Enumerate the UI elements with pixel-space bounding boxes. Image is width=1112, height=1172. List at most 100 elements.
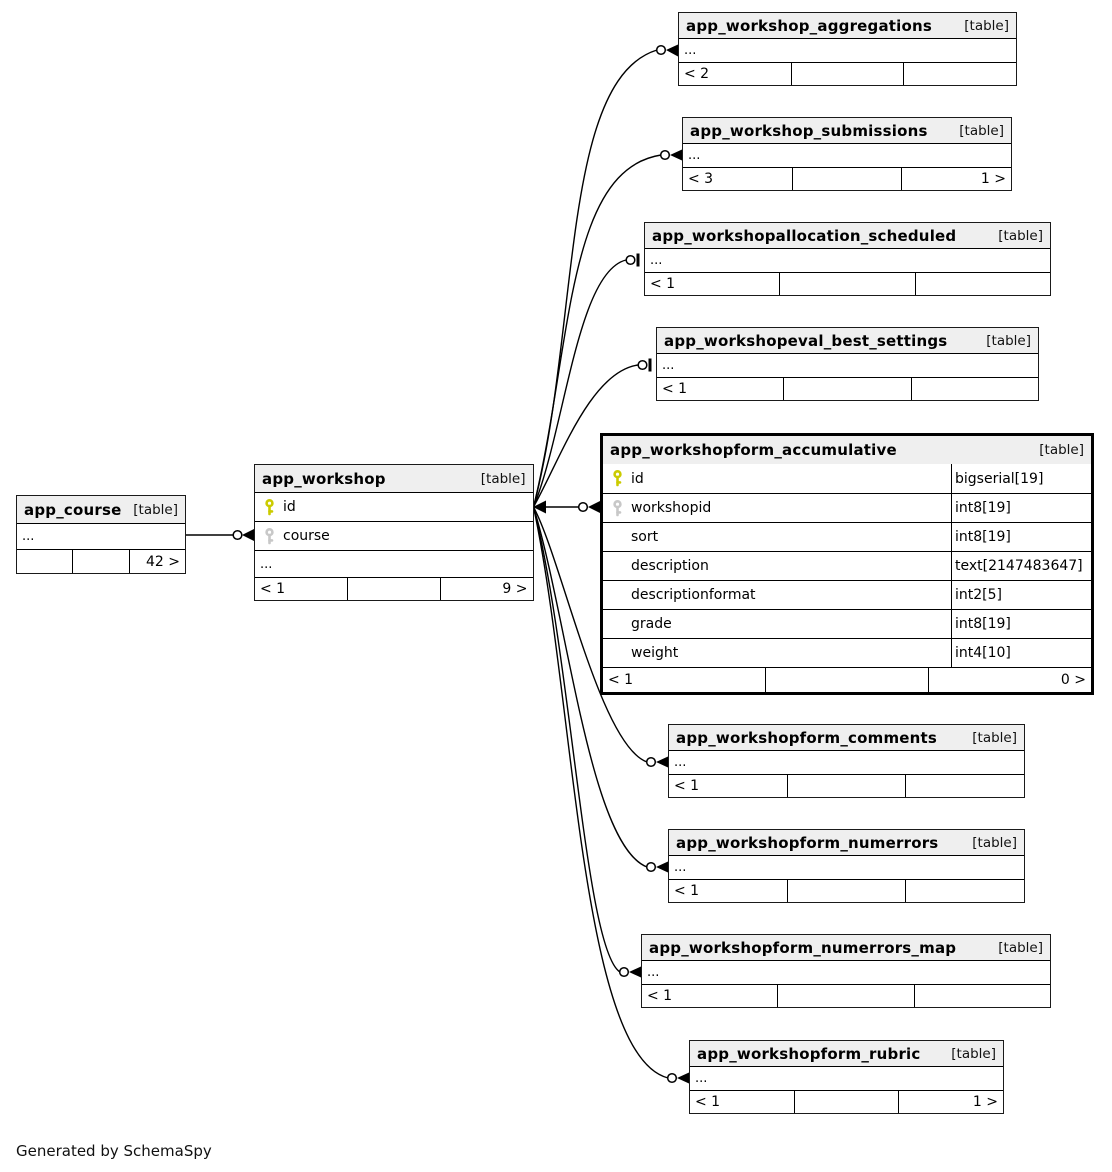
table-footer: < 1 <box>657 377 1038 400</box>
table-name-link[interactable]: app_workshopallocation_scheduled <box>652 226 957 245</box>
footer-children-count: < 1 <box>662 381 688 397</box>
table-badge: [table] <box>964 17 1009 34</box>
footer-spacer <box>777 985 913 1007</box>
table-node-app-workshop-aggregations: app_workshop_aggregations [table] ... < … <box>678 12 1017 86</box>
column-row-course[interactable]: course <box>255 521 533 550</box>
table-name-link[interactable]: app_workshop_submissions <box>690 121 928 140</box>
table-header: app_workshopform_accumulative [table] <box>603 436 1091 464</box>
table-name-link[interactable]: app_workshopform_numerrors <box>676 833 939 852</box>
collapsed-columns: ... <box>255 550 533 577</box>
table-node-app-workshopform-numerrors-map: app_workshopform_numerrors_map [table] .… <box>641 934 1051 1008</box>
table-badge: [table] <box>986 332 1031 349</box>
column-type: int8[19] <box>951 610 1091 638</box>
collapsed-columns: ... <box>657 353 1038 377</box>
table-badge: [table] <box>951 1045 996 1062</box>
column-row-weight[interactable]: weight int4[10] <box>603 638 1091 667</box>
column-row-descriptionformat[interactable]: descriptionformat int2[5] <box>603 580 1091 609</box>
column-type: int4[10] <box>951 639 1091 667</box>
primary-key-icon <box>603 470 631 487</box>
table-badge: [table] <box>972 729 1017 746</box>
table-name-link[interactable]: app_workshopform_accumulative <box>610 441 897 459</box>
footer-children-count: < 2 <box>684 66 710 82</box>
table-footer: < 1 9 > <box>255 577 533 600</box>
foreign-key-icon <box>255 527 283 545</box>
table-name-link[interactable]: app_workshopform_rubric <box>697 1044 921 1063</box>
column-row-id[interactable]: id bigserial[19] <box>603 464 1091 493</box>
collapsed-columns: ... <box>17 523 185 549</box>
table-node-app-workshopeval-best-settings: app_workshopeval_best_settings [table] .… <box>656 327 1039 401</box>
footer-children-count: < 1 <box>695 1094 721 1110</box>
table-badge: [table] <box>972 834 1017 851</box>
table-footer: < 1 <box>669 774 1024 797</box>
table-badge: [table] <box>133 501 178 518</box>
table-footer: < 1 <box>645 272 1050 295</box>
table-header: app_workshop [table] <box>255 465 533 492</box>
table-header: app_workshop_aggregations [table] <box>679 13 1016 38</box>
footer-parents-count <box>905 775 1024 797</box>
generator-credit: Generated by SchemaSpy <box>16 1142 212 1160</box>
footer-spacer <box>791 168 902 190</box>
table-header: app_workshopallocation_scheduled [table] <box>645 223 1050 248</box>
table-footer: < 3 1 > <box>683 167 1011 190</box>
column-name: workshopid <box>631 500 712 516</box>
table-name-link[interactable]: app_course <box>24 500 122 519</box>
table-badge: [table] <box>1039 442 1084 458</box>
table-name-link[interactable]: app_workshopform_numerrors_map <box>649 938 957 957</box>
primary-key-icon <box>255 498 283 516</box>
column-type: int8[19] <box>951 494 1091 522</box>
cardinality-circles <box>232 44 678 1084</box>
footer-parents-count <box>914 273 1050 295</box>
table-header: app_workshopform_rubric [table] <box>690 1041 1003 1066</box>
footer-spacer <box>346 578 440 600</box>
footer-children-count: < 3 <box>688 171 714 187</box>
crow-foot-arrows <box>242 44 689 1084</box>
table-node-app-workshopallocation-scheduled: app_workshopallocation_scheduled [table]… <box>644 222 1051 296</box>
collapsed-columns: ... <box>669 855 1024 879</box>
table-badge: [table] <box>959 122 1004 139</box>
table-node-app-workshop: app_workshop [table] id course ... < 1 9… <box>254 464 534 601</box>
table-footer: < 1 <box>669 879 1024 902</box>
table-footer: < 1 1 > <box>690 1090 1003 1113</box>
column-name: description <box>631 558 709 574</box>
footer-spacer <box>793 1091 899 1113</box>
table-badge: [table] <box>998 227 1043 244</box>
collapsed-columns: ... <box>645 248 1050 272</box>
column-row-id[interactable]: id <box>255 492 533 521</box>
table-badge: [table] <box>998 939 1043 956</box>
table-name-link[interactable]: app_workshopform_comments <box>676 728 938 747</box>
footer-spacer <box>783 378 910 400</box>
footer-spacer <box>765 668 928 692</box>
column-row-description[interactable]: description text[2147483647] <box>603 551 1091 580</box>
footer-children-count: < 1 <box>674 778 700 794</box>
column-name: course <box>283 528 330 544</box>
table-footer: < 2 <box>679 62 1016 85</box>
footer-parents-count <box>903 63 1016 85</box>
table-name-link[interactable]: app_workshop <box>262 469 386 488</box>
footer-parents-count <box>913 985 1050 1007</box>
footer-children-count: < 1 <box>647 988 673 1004</box>
footer-children-count: < 1 <box>650 276 676 292</box>
table-node-app-workshopform-accumulative: app_workshopform_accumulative [table] id… <box>600 433 1094 695</box>
column-row-sort[interactable]: sort int8[19] <box>603 522 1091 551</box>
collapsed-columns: ... <box>642 960 1050 984</box>
column-name: id <box>631 470 644 487</box>
footer-children-count: < 1 <box>260 581 286 597</box>
table-header: app_workshopform_numerrors_map [table] <box>642 935 1050 960</box>
column-row-grade[interactable]: grade int8[19] <box>603 609 1091 638</box>
column-name: sort <box>631 529 659 545</box>
table-name-link[interactable]: app_workshop_aggregations <box>686 16 933 35</box>
column-row-workshopid[interactable]: workshopid int8[19] <box>603 493 1091 522</box>
footer-children-count <box>17 550 72 573</box>
column-type: bigserial[19] <box>951 464 1091 493</box>
footer-spacer <box>790 63 904 85</box>
table-footer: < 1 <box>642 984 1050 1007</box>
table-name-link[interactable]: app_workshopeval_best_settings <box>664 331 948 350</box>
column-type: int2[5] <box>951 581 1091 609</box>
table-footer: 42 > <box>17 549 185 573</box>
collapsed-columns: ... <box>690 1066 1003 1090</box>
footer-parents-count: 42 > <box>128 550 185 573</box>
collapsed-columns: ... <box>679 38 1016 62</box>
table-badge: [table] <box>480 470 526 487</box>
